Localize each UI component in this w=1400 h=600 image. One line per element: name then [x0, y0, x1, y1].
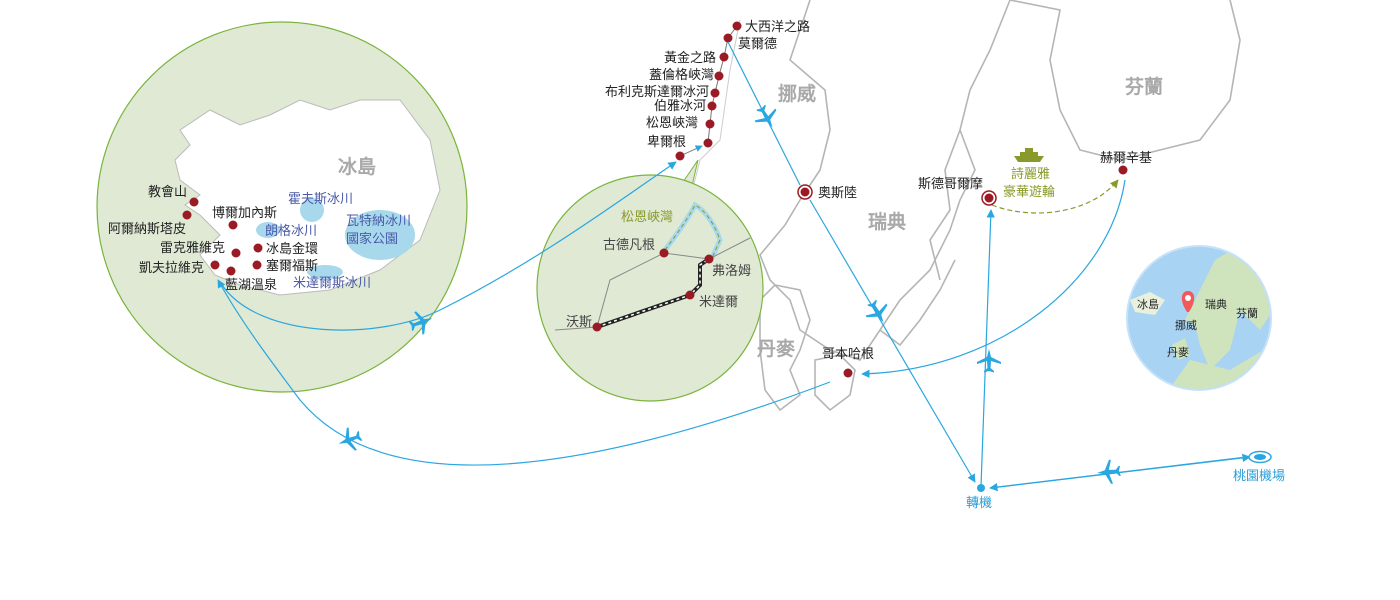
glacier-vatnajokull: 瓦特納冰川 [346, 214, 411, 229]
label-taoyuan-airport: 桃園機場 [1233, 469, 1285, 484]
label-selfoss: 塞爾福斯 [266, 258, 318, 274]
point-voss[interactable] [592, 322, 602, 332]
label-golden-circle: 冰島金環 [266, 241, 318, 257]
label-golden-route: 黃金之路 [664, 50, 716, 66]
point-golden-route[interactable] [719, 52, 729, 62]
country-label-norway: 挪威 [778, 82, 816, 105]
point-geirangerfjord[interactable] [714, 71, 724, 81]
point-blue-lagoon[interactable] [226, 266, 236, 276]
label-arnarstapi: 阿爾納斯塔皮 [108, 222, 186, 237]
airplane-icon [861, 296, 894, 329]
glacier-myrdalsjokull: 米達爾斯冰川 [293, 276, 371, 291]
label-atlantic-road: 大西洋之路 [745, 19, 810, 35]
airplane-icon [750, 101, 783, 134]
label-transfer: 轉機 [966, 496, 992, 511]
country-label-iceland: 冰島 [338, 155, 376, 178]
point-briksdal-glacier[interactable] [710, 88, 720, 98]
country-label-denmark: 丹麥 [757, 337, 796, 360]
iceland-inset: 冰島 霍夫斯冰川 朗格冰川 瓦特納冰川 國家公園 米達爾斯冰川 教會山 阿爾納斯… [96, 21, 468, 393]
label-inset-sognefjord: 松恩峽灣 [621, 210, 673, 225]
point-helsinki[interactable] [1118, 165, 1128, 175]
airplane-icon [1095, 458, 1122, 485]
point-borgarnes[interactable] [228, 220, 238, 230]
globe-label-denmark: 丹麥 [1167, 346, 1189, 359]
cruise-ship-icon [1014, 148, 1044, 162]
label-gudvangen: 古德凡根 [603, 238, 655, 253]
label-sognefjord: 松恩峽灣 [646, 116, 698, 131]
label-borgarnes: 博爾加內斯 [212, 206, 277, 221]
country-label-sweden: 瑞典 [868, 210, 906, 233]
label-oslo: 奧斯陸 [818, 185, 857, 201]
point-transfer[interactable] [977, 484, 985, 492]
scandinavia-coastline [689, 0, 1241, 412]
globe-label-iceland: 冰島 [1137, 297, 1159, 311]
label-flam: 弗洛姆 [712, 264, 751, 279]
label-voss: 沃斯 [566, 315, 592, 330]
label-blue-lagoon: 藍湖溫泉 [225, 277, 277, 293]
label-boyabreen: 伯雅冰河 [654, 99, 706, 114]
point-atlantic-road[interactable] [732, 21, 742, 31]
label-reykjavik: 雷克雅維克 [160, 241, 225, 256]
country-label-finland: 芬蘭 [1124, 75, 1163, 98]
point-molde[interactable] [723, 33, 733, 43]
glacier-hofsjokull: 霍夫斯冰川 [288, 192, 353, 207]
label-keflavik: 凱夫拉維克 [139, 261, 204, 276]
label-helsinki: 赫爾辛基 [1100, 151, 1152, 166]
norway-route: 大西洋之路 莫爾德 黃金之路 蓋倫格峽灣 布利克斯達爾冰河 伯雅冰河 松恩峽灣 … [605, 19, 810, 187]
point-sognefjord[interactable] [705, 119, 715, 129]
airplane-icon [977, 349, 1001, 373]
map-pin-icon [1181, 291, 1195, 312]
label-cruise-line1: 詩麗雅 [1011, 167, 1050, 182]
airplane-icon [334, 424, 365, 456]
point-golden-circle[interactable] [253, 243, 263, 253]
point-flam[interactable] [704, 254, 714, 264]
point-keflavik[interactable] [210, 260, 220, 270]
label-myrdal: 米達爾 [699, 295, 738, 310]
point-boyabreen[interactable] [707, 101, 717, 111]
sognefjord-inset: 松恩峽灣 古德凡根 弗洛姆 米達爾 沃斯 [536, 174, 764, 402]
point-copenhagen[interactable] [843, 368, 853, 378]
label-geirangerfjord: 蓋倫格峽灣 [649, 67, 714, 83]
point-gudvangen[interactable] [659, 248, 669, 258]
label-molde: 莫爾德 [738, 37, 777, 52]
label-briksdal-glacier: 布利克斯達爾冰河 [605, 85, 709, 100]
label-kirkjufell: 教會山 [148, 184, 187, 200]
point-kirkjufell[interactable] [189, 197, 199, 207]
point-myrdal[interactable] [685, 290, 695, 300]
label-bergen: 卑爾根 [647, 134, 686, 150]
globe-label-norway: 挪威 [1175, 318, 1197, 332]
globe-label-finland: 芬蘭 [1236, 307, 1258, 320]
globe-label-sweden: 瑞典 [1205, 297, 1227, 311]
point-bergen[interactable] [703, 138, 713, 148]
airport-icon[interactable] [1248, 450, 1272, 464]
point-selfoss[interactable] [252, 260, 262, 270]
point-route-start[interactable] [675, 151, 685, 161]
glacier-langjokull: 朗格冰川 [265, 223, 317, 239]
glacier-national-park: 國家公園 [346, 231, 398, 247]
label-cruise-line2: 豪華遊輪 [1003, 184, 1055, 200]
label-stockholm: 斯德哥爾摩 [918, 176, 983, 192]
point-arnarstapi[interactable] [182, 210, 192, 220]
point-reykjavik[interactable] [231, 248, 241, 258]
overview-globe: 冰島 挪威 瑞典 芬蘭 丹麥 [1126, 245, 1272, 391]
label-copenhagen: 哥本哈根 [822, 347, 874, 362]
